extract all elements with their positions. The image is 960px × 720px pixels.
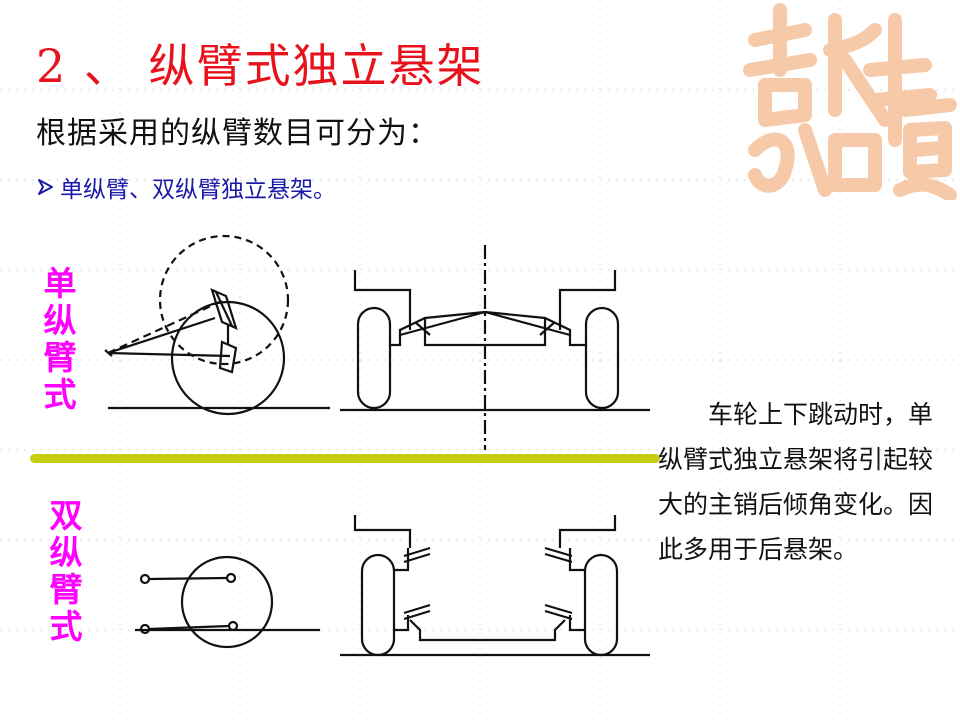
description-text: 车轮上下跳动时，单纵臂式独立悬架将引起较大的主销后倾角变化。因此多用于后悬架。 — [658, 400, 934, 564]
label-single-trailing-arm: 单纵臂式 — [38, 266, 77, 414]
slide-title: 2 、 纵臂式独立悬架 — [36, 39, 485, 93]
label-double-trailing-arm: 双纵臂式 — [44, 498, 83, 646]
arrow-bullet-icon — [38, 179, 53, 195]
auspicious-calligraphy-watermark — [743, 3, 957, 200]
slide-subtitle: 根据采用的纵臂数目可分为： — [36, 116, 439, 151]
double-arm-side-view — [135, 555, 320, 649]
single-arm-rear-view — [340, 245, 650, 450]
section-divider-bar — [30, 454, 660, 463]
bullet-item: 单纵臂、双纵臂独立悬架。 — [36, 170, 336, 204]
double-arm-rear-view — [340, 515, 650, 657]
single-arm-side-view — [104, 234, 330, 416]
bullet-text: 单纵臂、双纵臂独立悬架。 — [60, 177, 336, 203]
